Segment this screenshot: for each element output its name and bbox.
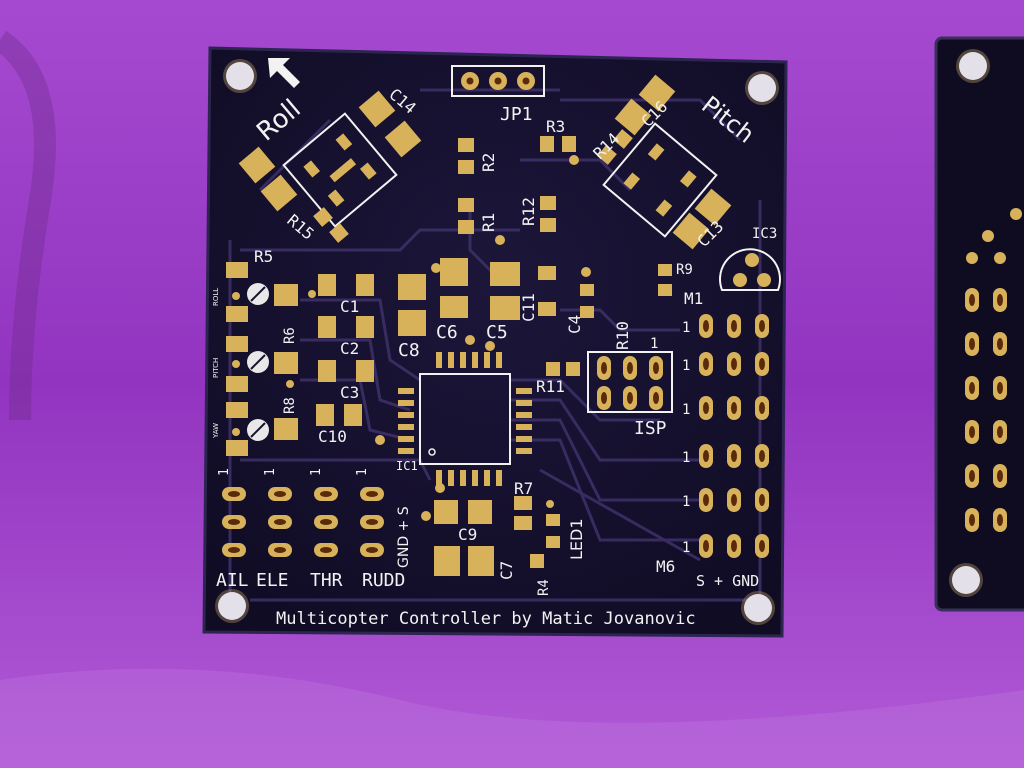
label-c5: C5 [486,322,508,343]
label-r6: R6 [282,327,298,344]
label-m6: M6 [656,557,675,576]
label-input-ail: AIL [216,570,249,591]
trim-pot-pitch [226,336,298,392]
mount-hole-bottom-left [215,589,249,623]
second-pcb-board [934,36,1024,612]
trim-pot-roll [226,262,298,322]
board-title: Multicopter Controller by Matic Jovanovi… [276,609,696,629]
c14-pad-2 [384,120,422,158]
label-r12: R12 [519,197,538,226]
label-c10: C10 [318,427,347,446]
label-r8: R8 [282,397,298,414]
roll-gyro-footprint [282,112,398,228]
label-s-plus-gnd: S + GND [696,572,759,590]
label-input-rudd: RUDD [362,570,405,591]
label-m6-pin-1: 1 [682,540,690,556]
label-c2: C2 [340,339,359,358]
label-c8: C8 [398,340,420,361]
label-c3: C3 [340,383,359,402]
label-m1-pin-1: 1 [682,320,690,336]
label-r10: R10 [613,321,632,350]
motor-output-header: M1 1 1 1 1 1 1 M6 S + GND [656,289,769,590]
rc-input-header: 1 1 1 1 GND + S AIL ELE THR RUDD [216,468,412,591]
label-r7: R7 [514,479,533,498]
label-input-ele: ELE [256,570,289,591]
label-isp: ISP [634,418,667,439]
label-led1: LED1 [567,518,586,560]
label-rudd-pin-1: 1 [355,468,370,476]
label-c6: C6 [436,322,458,343]
c14-pad-1 [358,90,396,128]
ic3-footprint [719,248,781,291]
orientation-arrow-icon [268,58,300,88]
label-c4: C4 [565,315,584,334]
mount-hole-bottom-right [741,591,775,625]
label-r4: R4 [536,579,552,596]
label-c11: C11 [519,293,538,322]
label-thr-pin-1: 1 [309,468,324,476]
label-r3: R3 [546,117,565,136]
label-c7: C7 [497,561,516,580]
label-r2: R2 [479,153,498,172]
label-isp-pin-1: 1 [650,336,658,352]
label-jp1: JP1 [500,104,533,125]
label-r5: R5 [254,247,273,266]
label-c1: C1 [340,297,359,316]
label-m3-pin-1: 1 [682,402,690,418]
label-pitch-small: PITCH [212,358,220,378]
label-ic1: IC1 [396,459,418,473]
label-roll-small: ROLL [212,288,220,306]
label-r1: R1 [479,213,498,232]
ic1-footprint [398,352,532,486]
label-input-thr: THR [310,570,343,591]
label-m4-pin-1: 1 [682,450,690,466]
label-ic3: IC3 [752,226,777,242]
label-yaw-small: YAW [212,423,220,439]
mount-hole-top-left [223,59,257,93]
label-r11: R11 [536,377,565,396]
label-r9: R9 [676,262,693,278]
label-c9: C9 [458,525,477,544]
isp-header [587,351,673,413]
main-pcb-board: JP1 Roll C14 R15 Pitch C16 R14 [202,46,788,638]
label-m2-pin-1: 1 [682,358,690,374]
mount-hole-top-right [745,71,779,105]
label-m5-pin-1: 1 [682,494,690,510]
jp1-header [451,65,545,97]
vias [232,155,591,521]
label-ele-pin-1: 1 [263,468,278,476]
label-ail-pin-1: 1 [217,468,232,476]
pitch-gyro-footprint [602,122,718,238]
trim-pot-yaw [226,402,298,456]
label-m1: M1 [684,289,703,308]
label-gnd-plus-s: GND + S [396,506,412,568]
